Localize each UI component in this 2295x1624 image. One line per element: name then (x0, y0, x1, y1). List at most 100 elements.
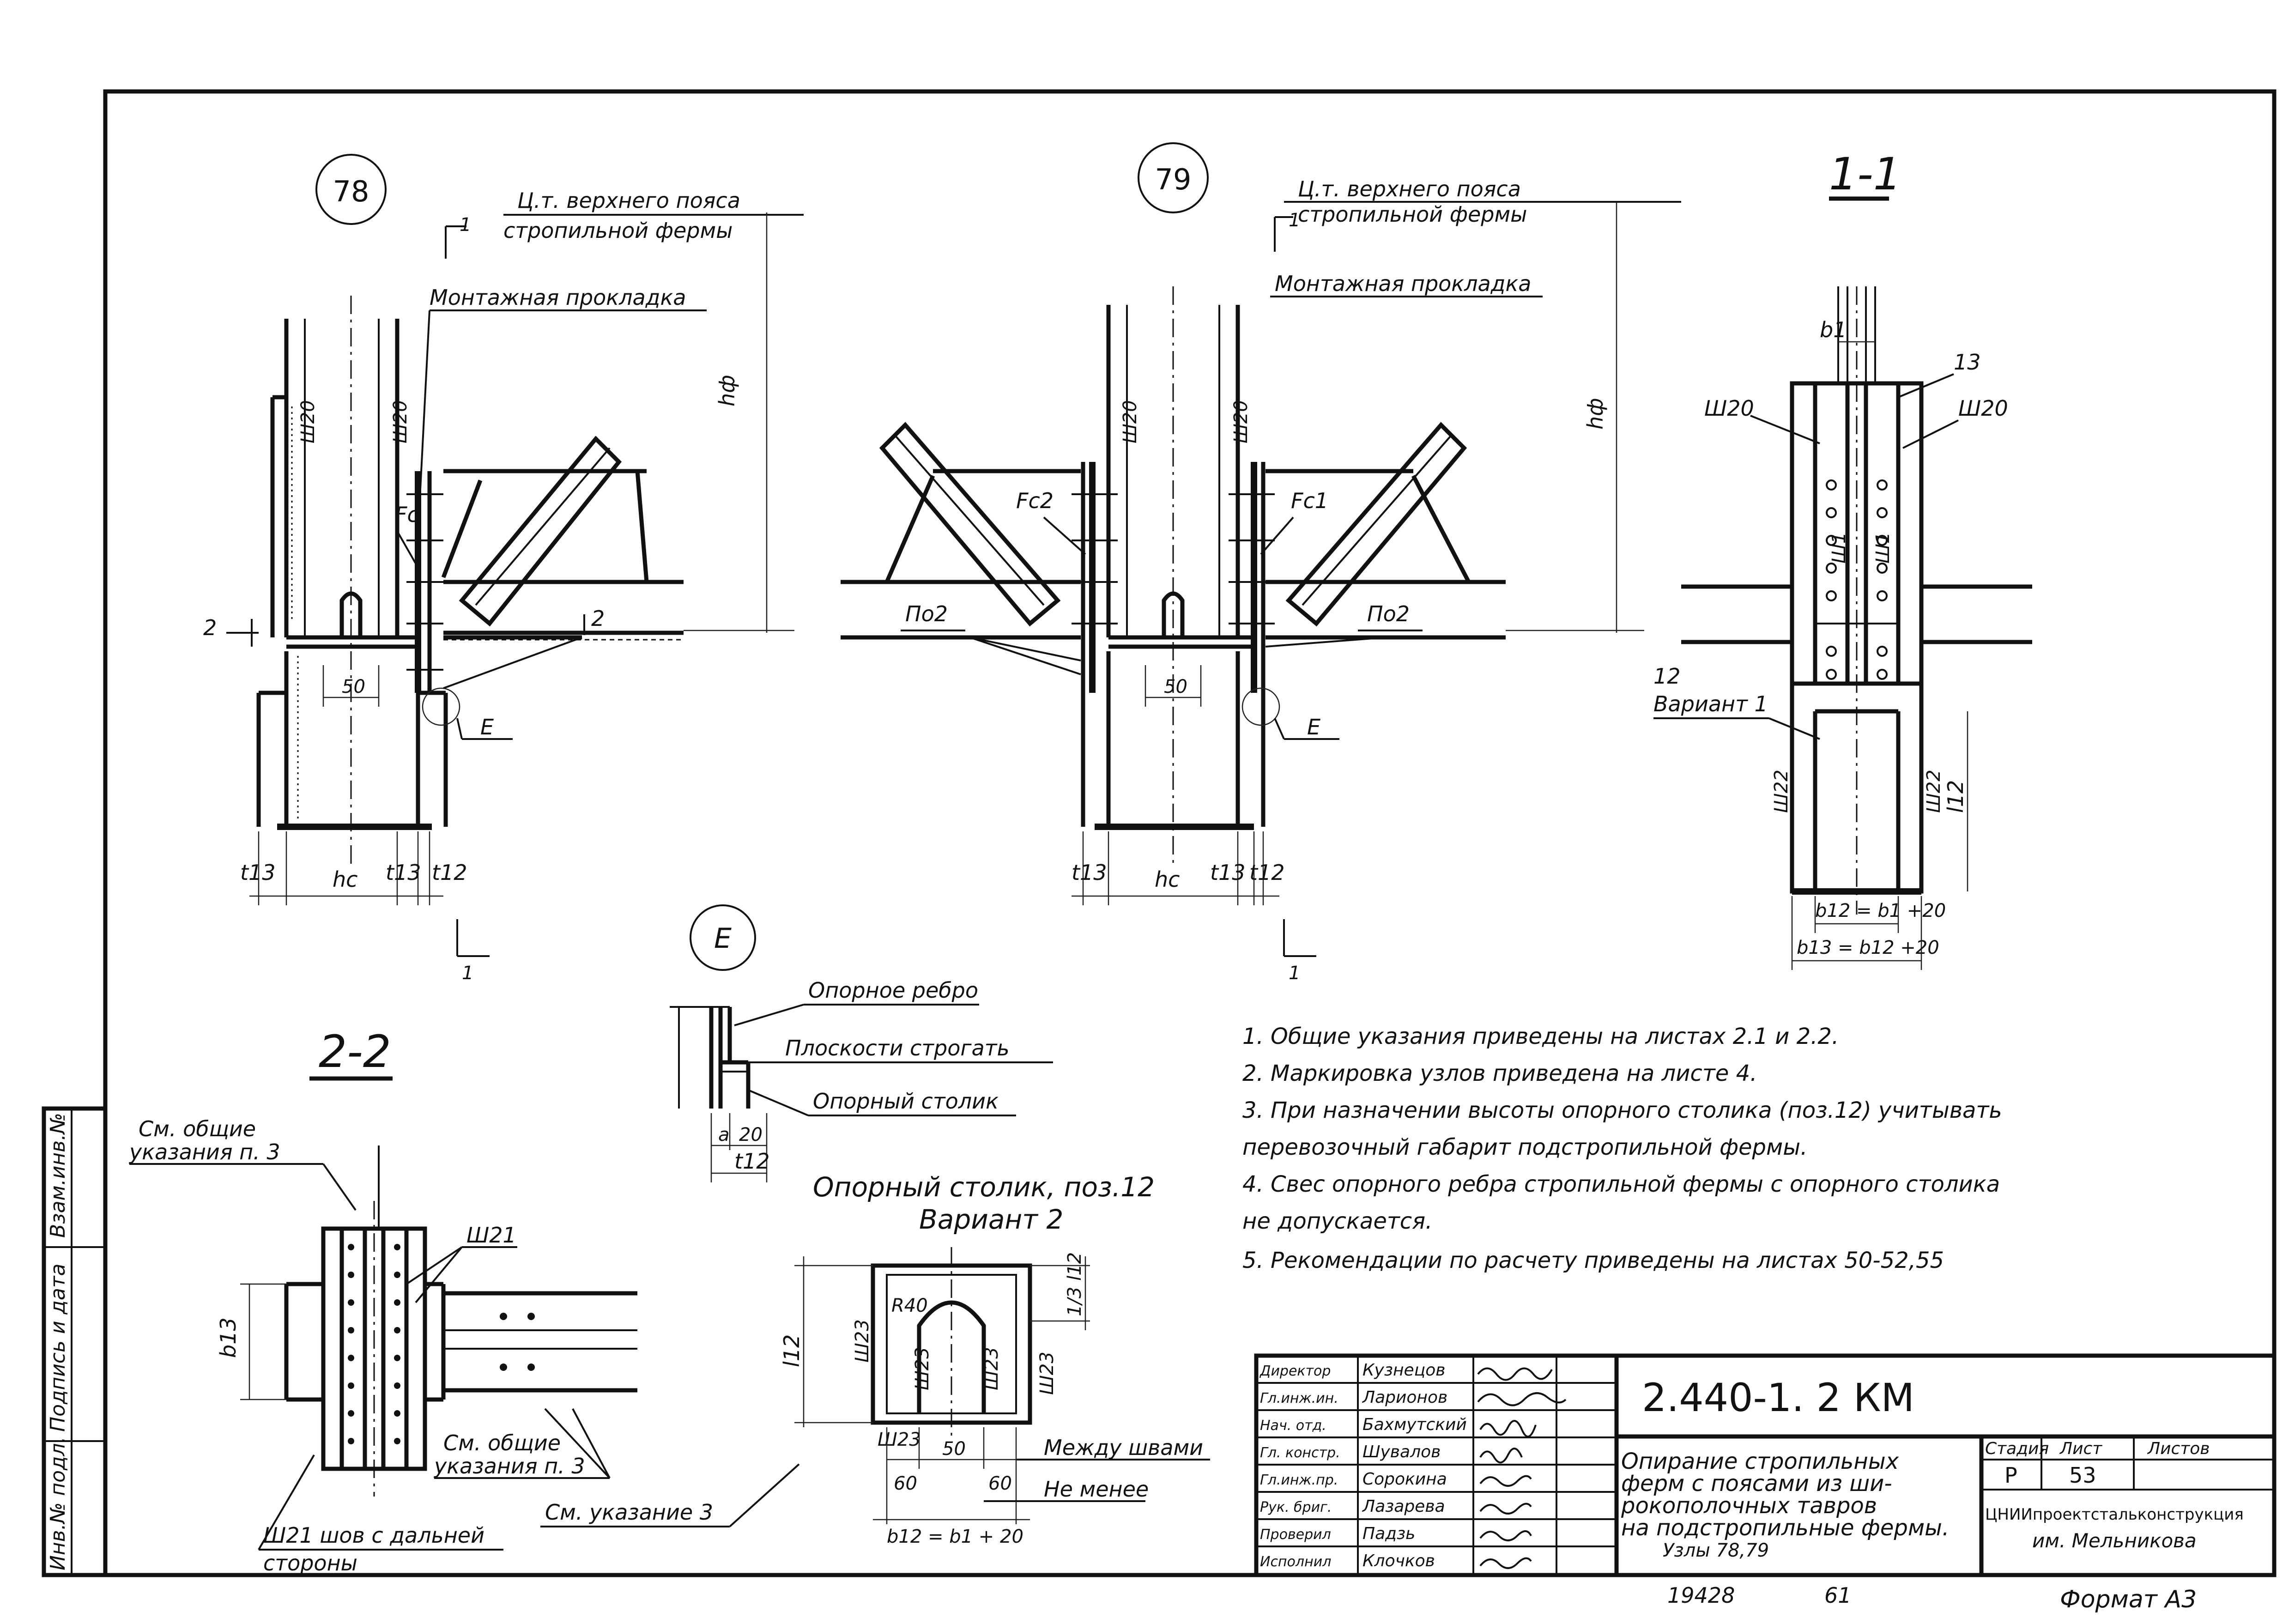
title-line-5: Узлы 78,79 (1663, 1540, 1769, 1561)
node-78-marker (315, 154, 387, 225)
svg-text:l12: l12 (1943, 780, 1968, 813)
title-block: Директор Гл.инж.ин. Нач. отд. Гл. констр… (1254, 1353, 2277, 1577)
svg-text:стороны: стороны (263, 1551, 357, 1576)
svg-text:Ш23: Ш23 (1036, 1351, 1058, 1395)
fc-label: Fc (395, 502, 419, 527)
svg-text:Монтажная прокладка: Монтажная прокладка (1275, 271, 1531, 296)
svg-text:Ш23: Ш23 (878, 1429, 921, 1450)
svg-text:a: a (718, 1124, 730, 1145)
svg-text:Ш23: Ш23 (852, 1319, 873, 1363)
svg-text:hф: hф (715, 375, 739, 406)
svg-text:E: E (714, 922, 732, 955)
node-79: 79 Ц.т. верхнего пояса стропильной фермы… (841, 142, 1681, 984)
svg-text:50: 50 (942, 1438, 966, 1460)
svg-text:Ш23: Ш23 (912, 1347, 933, 1390)
node-78: 78 Ц.т. верхнего пояса стропильной фермы… (203, 154, 804, 984)
sign-date-label: Подпись и дата (46, 1264, 70, 1432)
svg-text:1: 1 (1289, 963, 1300, 984)
svg-text:t13: t13 (1210, 860, 1246, 885)
svg-text:Опорный столик, поз.12: Опорный столик, поз.12 (813, 1171, 1155, 1203)
format-label: Формат А3 (2060, 1586, 2197, 1613)
svg-text:См. общие: См. общие (139, 1116, 256, 1141)
role-3: Гл. констр. (1260, 1445, 1340, 1461)
note-5: 5. Рекомендации по расчету приведены на … (1242, 1248, 1944, 1273)
svg-text:Ш1: Ш1 (1872, 532, 1894, 564)
note-2: 2. Маркировка узлов приведена на листе 4… (1242, 1060, 1757, 1086)
svg-text:им. Мельникова: им. Мельникова (2032, 1529, 2197, 1552)
sidebar-stamp: Взам.инв.№ Подпись и дата Инв.№ подл. (42, 1106, 108, 1577)
svg-text:b12 = b1 +20: b12 = b1 +20 (1815, 900, 1946, 921)
node-79-marker (1138, 142, 1209, 213)
svg-text:12: 12 (1653, 664, 1681, 689)
node-79-label: 79 (1155, 163, 1192, 196)
svg-text:Вариант 1: Вариант 1 (1653, 691, 1768, 716)
svg-text:60: 60 (894, 1473, 917, 1494)
svg-text:20: 20 (739, 1124, 763, 1145)
svg-text:См. общие: См. общие (443, 1430, 561, 1455)
svg-text:b13 = b12 +20: b13 = b12 +20 (1797, 937, 1939, 958)
svg-text:Ш20: Ш20 (390, 400, 411, 443)
svg-text:50: 50 (342, 676, 365, 697)
drawing-code: 2.440-1. 2 КМ (1642, 1375, 1914, 1420)
svg-text:1: 1 (460, 214, 471, 236)
section-2-2: 2-2 См. общие указания п. 3 (128, 1026, 800, 1576)
name-3: Шувалов (1362, 1442, 1441, 1461)
svg-text:50: 50 (1164, 676, 1187, 697)
name-0: Кузнецов (1362, 1361, 1445, 1380)
svg-text:53: 53 (2069, 1463, 2096, 1488)
svg-text:Ш20: Ш20 (297, 400, 319, 443)
section-1-1: 1-1 b1 Ш1 Ш1 Ш20 (1653, 148, 2032, 970)
svg-text:Опорный столик: Опорный столик (813, 1089, 999, 1114)
svg-text:R40: R40 (891, 1295, 928, 1316)
svg-text:60: 60 (988, 1473, 1012, 1494)
svg-text:t12: t12 (734, 1149, 770, 1174)
svg-text:Fc2: Fc2 (1016, 488, 1054, 513)
node-78-label: 78 (333, 175, 369, 208)
svg-text:b13: b13 (216, 1317, 241, 1358)
svg-text:t13: t13 (240, 860, 276, 885)
svg-text:Стадия: Стадия (1985, 1439, 2049, 1458)
role-4: Гл.инж.пр. (1260, 1472, 1338, 1488)
svg-text:указания п. 3: указания п. 3 (433, 1454, 585, 1479)
svg-text:hф: hф (1583, 398, 1608, 430)
mounting-pad-label: Монтажная прокладка (430, 285, 686, 310)
bolt-holes (1826, 479, 1888, 680)
svg-text:b1: b1 (1820, 317, 1847, 342)
name-4: Сорокина (1362, 1470, 1447, 1489)
svg-text:E: E (480, 715, 494, 739)
vz-inv-label: Взам.инв.№ (46, 1113, 70, 1238)
general-notes: 1. Общие указания приведены на листах 2.… (1242, 1024, 2002, 1273)
svg-text:Ш22: Ш22 (1771, 770, 1792, 813)
svg-text:b12 = b1 + 20: b12 = b1 + 20 (887, 1526, 1023, 1547)
svg-text:19428: 19428 (1667, 1583, 1735, 1608)
section-1-1-title: 1-1 (1829, 148, 1901, 200)
svg-text:Ш20: Ш20 (1120, 400, 1141, 443)
svg-text:Ш1: Ш1 (1829, 532, 1850, 564)
svg-text:См. указание 3: См. указание 3 (545, 1500, 713, 1525)
support-table-variant-2: Опорный столик, поз.12 Вариант 2 R40 Ш23… (779, 1171, 1210, 1547)
signatures (1477, 1367, 1567, 1569)
bolt-holes-2-2 (348, 1244, 535, 1444)
title-line-3: рокополочных тавров (1621, 1493, 1877, 1519)
inv-no-label: Инв.№ подл. (46, 1436, 70, 1570)
svg-text:Между швами: Между швами (1044, 1435, 1203, 1460)
svg-text:hc: hc (333, 867, 357, 892)
svg-text:Опорное ребро: Опорное ребро (808, 978, 978, 1003)
note-4b: не допускается. (1242, 1208, 1432, 1234)
svg-text:E: E (1307, 715, 1320, 739)
detail-e: E Опорное ребро Плоскости строгать Опорн… (670, 904, 1053, 1182)
svg-text:2: 2 (203, 615, 217, 640)
footer: 19428 61 Формат А3 (1667, 1583, 2197, 1613)
svg-text:l12: l12 (779, 1334, 804, 1367)
svg-text:Ш20: Ш20 (1958, 396, 2008, 421)
sheet-frame (103, 89, 2277, 1577)
name-1: Ларионов (1362, 1388, 1447, 1407)
svg-text:По2: По2 (905, 601, 948, 626)
svg-text:Не менее: Не менее (1044, 1477, 1149, 1502)
note-3: 3. При назначении высоты опорного столик… (1242, 1097, 2002, 1123)
title-line-1: Опирание стропильных (1621, 1448, 1899, 1474)
svg-text:Ш20: Ш20 (1230, 400, 1252, 443)
title-line-4: на подстропильные фермы. (1621, 1515, 1949, 1541)
note-1: 1. Общие указания приведены на листах 2.… (1242, 1024, 1839, 1049)
